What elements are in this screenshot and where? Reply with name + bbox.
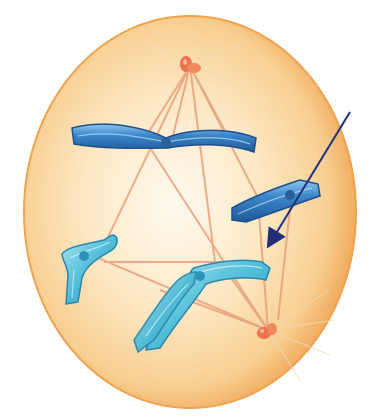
cell-membrane (24, 16, 356, 408)
